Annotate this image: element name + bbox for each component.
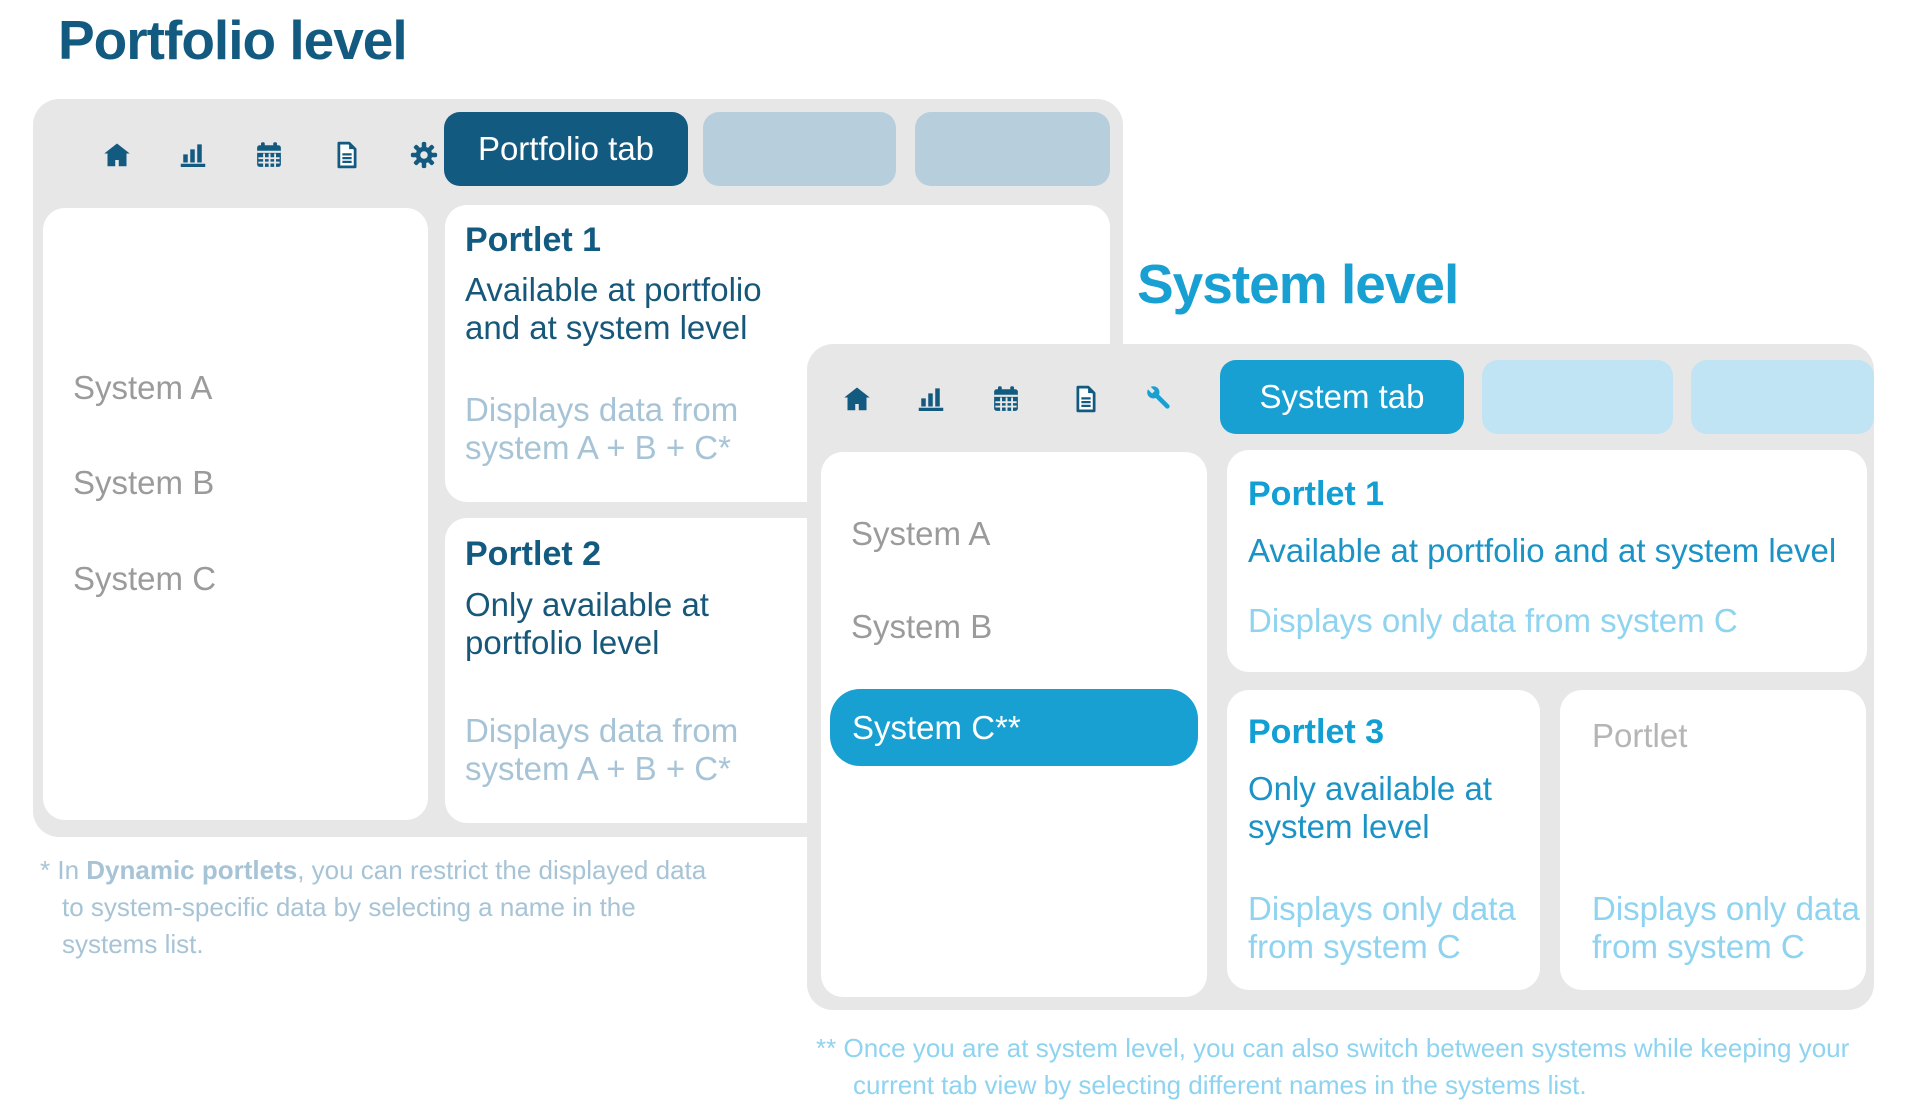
portlet-1-card: Portlet 1 Available at portfolio and at …: [1227, 450, 1867, 672]
tab-system-label: System tab: [1259, 378, 1425, 415]
gear-icon[interactable]: [409, 140, 439, 170]
portlet-empty-card: Portlet Displays only data from system C: [1560, 690, 1866, 990]
portlet-1-title: Portlet 1: [465, 221, 602, 259]
portlet-1-note: Displays data from system A + B + C*: [465, 391, 739, 466]
tab-portfolio-label: Portfolio tab: [477, 130, 655, 167]
portlet-1-body: Available at portfolio and at system lev…: [465, 271, 762, 346]
footnote-dynamic-portlets: * In Dynamic portlets, you can restrict …: [40, 852, 720, 963]
footnote-line-1: * In Dynamic portlets, you can restrict …: [40, 855, 707, 885]
portlet-1-body: Available at portfolio and at system lev…: [1248, 532, 1837, 569]
calendar-icon[interactable]: [254, 140, 284, 170]
footnote-line-1: ** Once you are at system level, you can…: [816, 1033, 1850, 1063]
portlet-3-card: Portlet 3 Only available at system level…: [1227, 690, 1540, 990]
tab-placeholder-1[interactable]: [1482, 360, 1673, 434]
system-level-title: System level: [1137, 253, 1459, 315]
portlet-2-note: Displays data from system A + B + C*: [465, 712, 739, 787]
document-icon[interactable]: [1071, 384, 1101, 414]
portlet-1-title: Portlet 1: [1248, 475, 1385, 513]
tab-portfolio[interactable]: Portfolio tab: [444, 112, 688, 186]
portlet-empty-title: Portlet: [1592, 717, 1688, 754]
selected-system-label: System C**: [852, 708, 1021, 746]
sidebar-item-system-b[interactable]: System B: [73, 464, 215, 501]
sidebar-item-system-c[interactable]: System C: [73, 560, 217, 597]
sidebar-item-system-a[interactable]: System A: [73, 369, 213, 406]
portlet-1-note: Displays only data from system C: [1248, 602, 1738, 639]
bar-chart-icon[interactable]: [916, 384, 946, 414]
system-systems-list: System A System B System C**: [821, 452, 1207, 997]
portlet-3-note: Displays only data from system C: [1248, 890, 1516, 965]
footnote-bold-term: Dynamic portlets: [86, 855, 298, 885]
portlet-2-title: Portlet 2: [465, 535, 602, 573]
sidebar-item-system-a[interactable]: System A: [851, 515, 991, 552]
home-icon[interactable]: [842, 384, 872, 414]
wrench-icon[interactable]: [1144, 383, 1176, 415]
tab-placeholder-2[interactable]: [1691, 360, 1874, 434]
system-window: System tab System A System B System C** …: [807, 344, 1874, 1010]
portlet-3-title: Portlet 3: [1248, 713, 1385, 751]
portlet-empty-note: Displays only data from system C: [1592, 890, 1860, 965]
sidebar-item-system-b[interactable]: System B: [851, 608, 993, 645]
tab-placeholder-1[interactable]: [703, 112, 896, 186]
portfolio-systems-list: System A System B System C: [43, 208, 428, 820]
footnote-system-switch: ** Once you are at system level, you can…: [816, 1030, 1916, 1104]
home-icon[interactable]: [102, 140, 132, 170]
portlet-2-body: Only available at portfolio level: [465, 586, 709, 661]
portlet-3-body: Only available at system level: [1248, 770, 1492, 845]
bar-chart-icon[interactable]: [178, 140, 208, 170]
calendar-icon[interactable]: [991, 384, 1021, 414]
footnote-line-2: to system-specific data by selecting a n…: [62, 892, 636, 959]
portfolio-level-title: Portfolio level: [58, 9, 408, 71]
footnote-line-2: current tab view by selecting different …: [853, 1070, 1587, 1100]
tab-system[interactable]: System tab: [1220, 360, 1464, 434]
tab-placeholder-2[interactable]: [915, 112, 1110, 186]
sidebar-item-system-c-selected[interactable]: System C**: [830, 689, 1198, 766]
document-icon[interactable]: [332, 140, 362, 170]
